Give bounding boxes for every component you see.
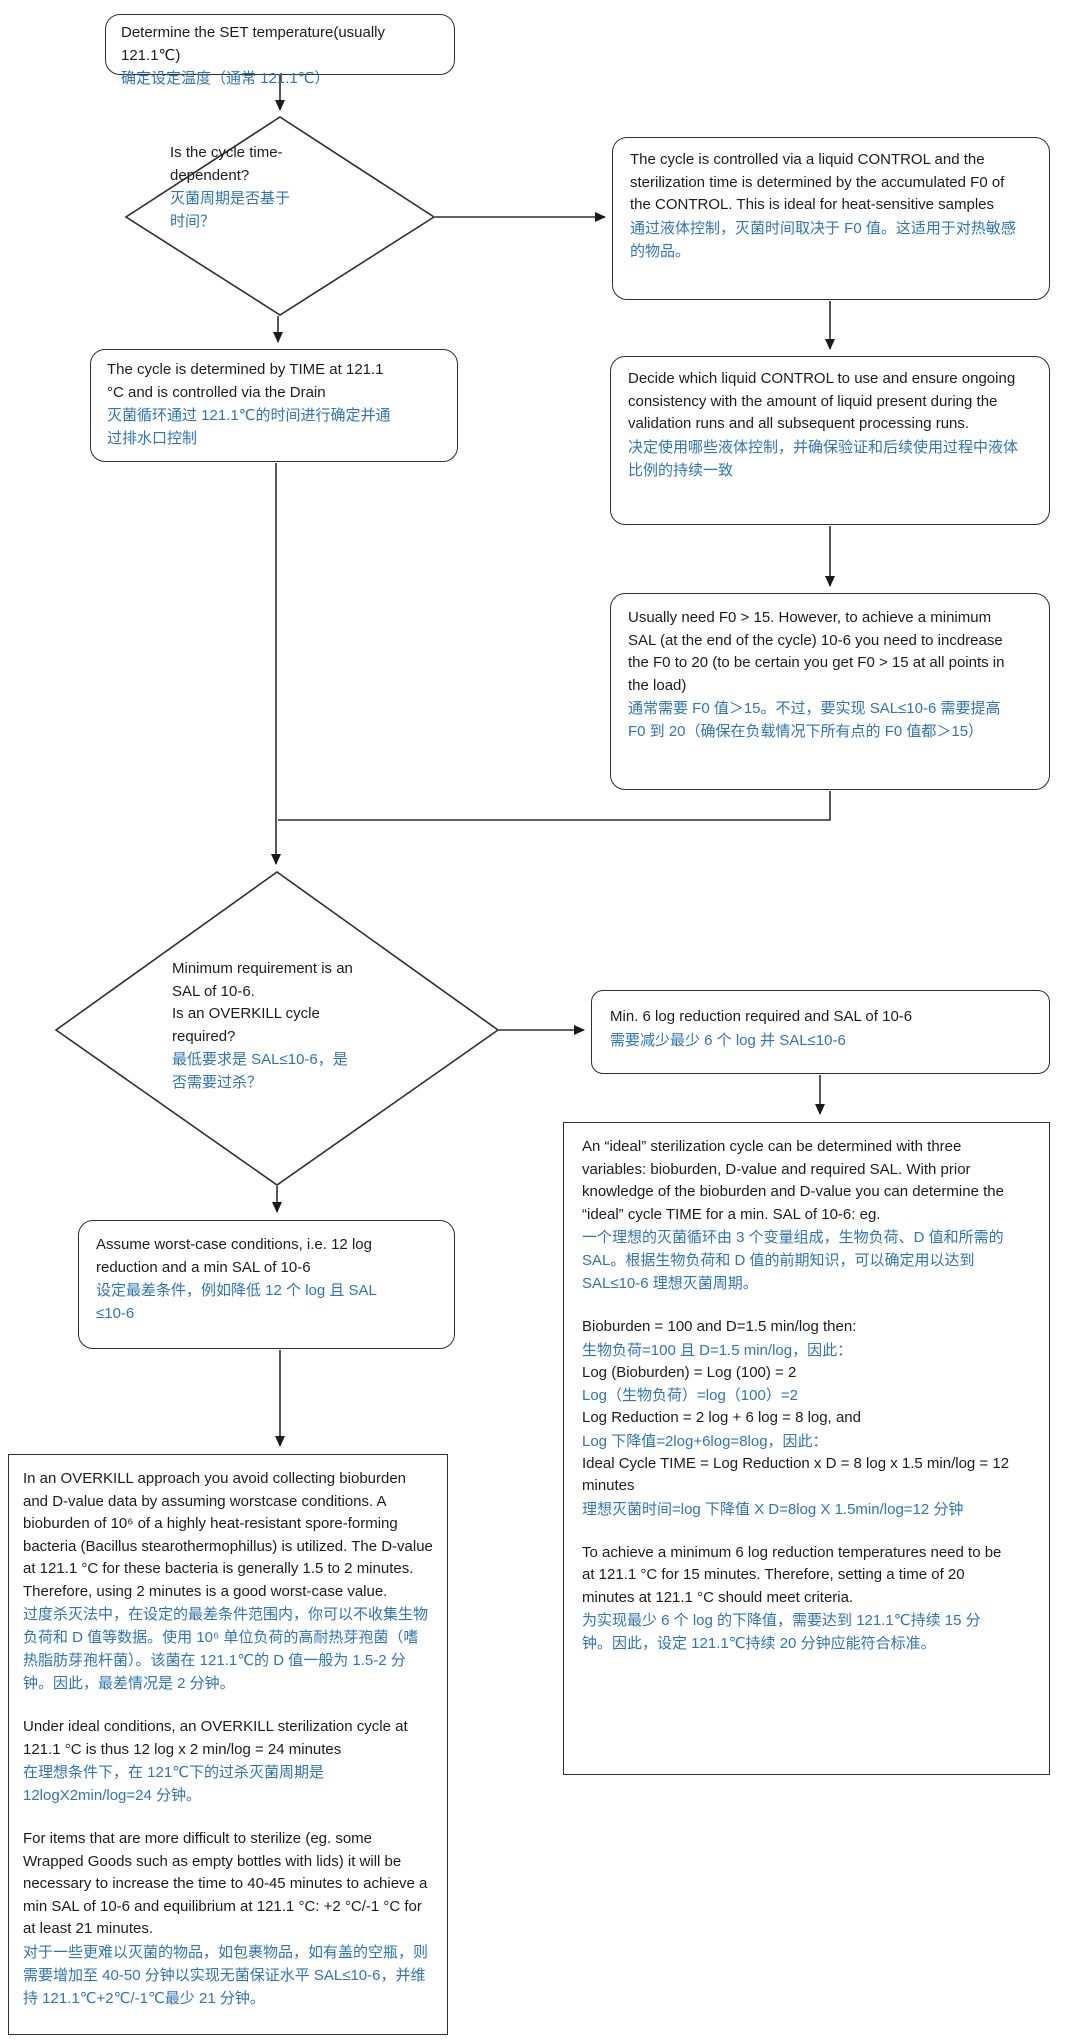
ideal-cycle-cn-l1: 生物负荷=100 且 D=1.5 min/log，因此： — [582, 1341, 853, 1359]
ideal-cycle-en-l1: Bioburden = 100 and D=1.5 min/log then: — [582, 1318, 857, 1335]
set-temperature-cn-text: 确定设定温度（通常 121.1℃） — [121, 70, 330, 87]
f0-requirement-box: Usually need F0 > 15. However, to achiev… — [610, 593, 1050, 790]
paragraph-gap — [23, 1695, 433, 1716]
diamond1-en-text: Is the cycle time-dependent? — [170, 144, 283, 184]
paragraph-gap — [582, 1295, 1010, 1316]
time-drain-box: The cycle is determined by TIME at 121.1… — [90, 349, 458, 462]
ideal-cycle-en-l2: Log (Bioburden) = Log (100) = 2 — [582, 1363, 797, 1381]
diamond-time-dependent-text: Is the cycle time-dependent? 灭菌周期是否基于时间？ — [170, 142, 290, 233]
diamond-overkill-text: Minimum requirement is an SAL of 10-6. I… — [172, 958, 354, 1094]
time-drain-cn-text: 灭菌循环通过 121.1℃的时间进行确定并通过排水口控制 — [107, 407, 391, 447]
decision-diamond-time-dependent — [124, 116, 436, 316]
min-6log-cn-text: 需要减少最少 6 个 log 并 SAL≤10-6 — [610, 1031, 846, 1049]
decide-liquid-cn-text: 决定使用哪些液体控制，并确保验证和后续使用过程中液体比例的持续一致 — [628, 438, 1019, 479]
liquid-control-box: The cycle is controlled via a liquid CON… — [612, 137, 1050, 300]
diamond2-cn-text: 最低要求是 SAL≤10-6，是否需要过杀？ — [172, 1051, 348, 1091]
paragraph-gap — [23, 1807, 433, 1828]
f0-requirement-en-text: Usually need F0 > 15. However, to achiev… — [628, 609, 1005, 694]
overkill-detail-en-p2: Under ideal conditions, an OVERKILL ster… — [23, 1718, 408, 1758]
min-6log-en-text: Min. 6 log reduction required and SAL of… — [610, 1008, 913, 1025]
decision-diamond-overkill — [54, 871, 500, 1186]
ideal-cycle-cn-l3: Log 下降值=2log+6log=8log，因此： — [582, 1432, 828, 1450]
diamond1-cn-text: 灭菌周期是否基于时间？ — [170, 190, 291, 230]
ideal-cycle-en-p3: To achieve a minimum 6 log reduction tem… — [582, 1543, 1002, 1606]
set-temperature-en-text: Determine the SET temperature(usually 12… — [121, 24, 386, 64]
liquid-control-en-text: The cycle is controlled via a liquid CON… — [630, 151, 1005, 213]
overkill-detail-en-p1: In an OVERKILL approach you avoid collec… — [23, 1470, 433, 1600]
assume-worst-case-box: Assume worst-case conditions, i.e. 12 lo… — [78, 1220, 455, 1349]
time-drain-en-text: The cycle is determined by TIME at 121.1… — [107, 361, 384, 401]
overkill-detail-cn-p2: 在理想条件下，在 121℃下的过杀灭菌周期是 12logX2min/log=24… — [23, 1764, 325, 1804]
ideal-cycle-cn-l2: Log（生物负荷）=log（100）=2 — [582, 1387, 798, 1404]
ideal-cycle-en-l3: Log Reduction = 2 log + 6 log = 8 log, a… — [582, 1409, 861, 1426]
connector-f0-to-trunk — [278, 791, 831, 821]
overkill-detail-box: In an OVERKILL approach you avoid collec… — [8, 1454, 448, 2035]
ideal-cycle-en-l4: Ideal Cycle TIME = Log Reduction x D = 8… — [582, 1454, 1010, 1495]
ideal-cycle-cn-p1: 一个理想的灭菌循环由 3 个变量组成，生物负荷、D 值和所需的 SAL。根据生物… — [582, 1229, 1004, 1292]
liquid-control-cn-text: 通过液体控制，灭菌时间取决于 F0 值。这适用于对热敏感的物品。 — [630, 219, 1016, 260]
ideal-cycle-box: An “ideal” sterilization cycle can be de… — [563, 1122, 1050, 1775]
ideal-cycle-en-p1: An “ideal” sterilization cycle can be de… — [582, 1138, 1004, 1223]
overkill-detail-en-p3: For items that are more difficult to ste… — [23, 1830, 428, 1937]
f0-requirement-cn-text: 通常需要 F0 值＞15。不过，要实现 SAL≤10-6 需要提高 F0 到 2… — [628, 700, 1001, 740]
min-6log-box: Min. 6 log reduction required and SAL of… — [591, 990, 1050, 1074]
assume-worst-en-text: Assume worst-case conditions, i.e. 12 lo… — [96, 1236, 372, 1276]
paragraph-gap — [582, 1521, 1010, 1542]
overkill-detail-cn-p1: 过度杀灭法中，在设定的最差条件范围内，你可以不收集生物负荷和 D 值等数据。使用… — [23, 1606, 429, 1692]
ideal-cycle-cn-p3: 为实现最少 6 个 log 的下降值，需要达到 121.1℃持续 15 分钟。因… — [582, 1612, 981, 1652]
ideal-cycle-cn-l4: 理想灭菌时间=log 下降值 X D=8log X 1.5min/log=12 … — [582, 1500, 964, 1518]
overkill-detail-cn-p3: 对于一些更难以灭菌的物品，如包裹物品，如有盖的空瓶，则需要增加至 40-50 分… — [23, 1943, 429, 2007]
decide-liquid-en-text: Decide which liquid CONTROL to use and e… — [628, 370, 1016, 432]
diamond2-en-text-1: Minimum requirement is an SAL of 10-6. — [172, 960, 353, 1000]
decide-liquid-box: Decide which liquid CONTROL to use and e… — [610, 356, 1050, 525]
set-temperature-box: Determine the SET temperature(usually 12… — [105, 14, 455, 87]
diamond2-en-text-2: Is an OVERKILL cycle required? — [172, 1005, 320, 1045]
assume-worst-cn-text: 设定最差条件，例如降低 12 个 log 且 SAL ≤10-6 — [96, 1282, 377, 1322]
